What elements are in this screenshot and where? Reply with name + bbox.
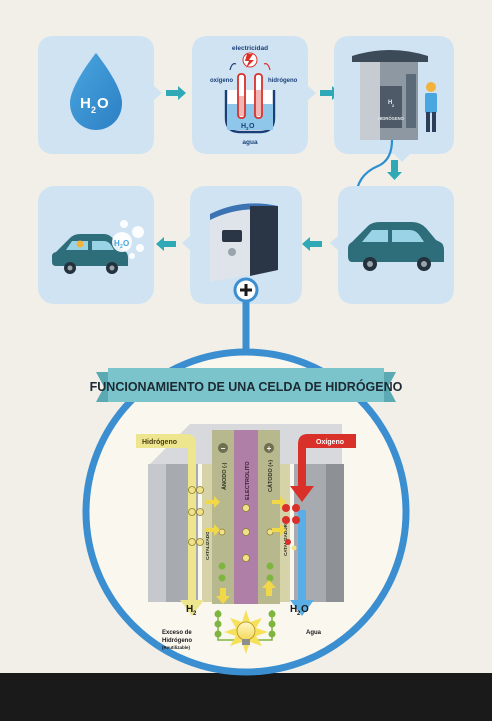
small-flow-arrows: [206, 496, 286, 604]
catalyst-left-label: CATALIZADOR: [205, 527, 210, 560]
step-arrow-4: [302, 237, 322, 251]
step-car-driving-panel: H 2 O: [38, 186, 154, 304]
exhaust-h2o-h: H: [114, 239, 120, 248]
cathode-label: CÁTODO (+): [267, 460, 274, 492]
person-icon: [425, 82, 437, 132]
anode-label: ÁNODO (-): [221, 462, 228, 490]
water-label: agua: [242, 139, 258, 146]
step-water-panel: H 2 O: [38, 36, 162, 154]
anode-terminal-sign: −: [221, 444, 226, 453]
fuel-cell-device-icon: [210, 203, 278, 282]
h2-out-sub: 2: [193, 611, 197, 617]
h2o-out-sub: 2: [297, 611, 301, 617]
electrolysis-h2o-sub: 2: [246, 126, 249, 131]
step-electrolysis-panel: electricidad oxígeno hidrógeno H 2 O agu…: [192, 36, 316, 154]
water-flow-arrow: [290, 510, 314, 616]
proton-particles: [218, 504, 274, 562]
station-sign-sub: 2: [392, 103, 395, 108]
catalyst-right-label: CATALIZADOR: [283, 523, 288, 556]
anode-terminal-icon: [218, 443, 228, 453]
h2-out-h: H: [186, 604, 193, 615]
lightning-icon: [242, 52, 258, 68]
cathode-terminal-sign: +: [267, 444, 272, 453]
electrolysis-apparatus-icon: H 2 O: [224, 73, 276, 134]
cathode-strip: [258, 430, 280, 604]
fuel-cell-diagram: − + ÁNODO (-) ELECTROLITO CÁTODO (+) CAT…: [136, 424, 356, 654]
water-formula-o: O: [97, 95, 109, 112]
station-sign-label: HIDRÓGENO: [378, 116, 405, 121]
step-car-refuel-panel: [330, 186, 454, 304]
hydrogen-flow-arrow: [136, 434, 204, 616]
hydrogen-molecules: [188, 486, 204, 546]
oxygen-in-label: Oxígeno: [316, 439, 344, 446]
fuel-cell-title: FUNCIONAMIENTO DE UNA CELDA DE HIDRÓGENO: [90, 379, 403, 394]
step-station-panel: H 2 HIDRÓGENO: [334, 36, 454, 162]
cathode-terminal-icon: [264, 443, 274, 453]
water-out-label: Agua: [306, 630, 322, 636]
water-formula-sub: 2: [91, 105, 96, 115]
h2o-out-o: O: [301, 604, 309, 615]
zoom-plus-icon[interactable]: [233, 277, 259, 303]
electrolysis-h2o-o: O: [249, 123, 255, 130]
arrow-left-icon: [156, 237, 176, 251]
oxygen-label: oxígeno: [210, 78, 233, 84]
electrolyte-label: ELECTROLITO: [245, 461, 251, 500]
exhaust-h2o-o: O: [123, 239, 129, 248]
excess-hydrogen-line3: (Reutilizable): [162, 645, 191, 650]
hydrogen-label: hidrógeno: [268, 78, 298, 84]
excess-hydrogen-line2: Hidrógeno: [162, 638, 192, 644]
water-drop-icon: H 2 O: [70, 53, 122, 130]
title-banner: FUNCIONAMIENTO DE UNA CELDA DE HIDRÓGENO: [90, 368, 403, 402]
electrolysis-h2o-h: H: [241, 123, 246, 130]
station-sign-h: H: [388, 100, 392, 106]
light-bulb-icon: [224, 610, 268, 654]
car-icon: [348, 222, 444, 271]
hydrogen-station-icon: H 2 HIDRÓGENO: [352, 50, 428, 140]
arrow-left-icon: [302, 237, 322, 251]
excess-hydrogen-line1: Exceso de: [162, 630, 192, 636]
oxygen-molecules: [282, 504, 300, 551]
step-fuel-cell-device-panel: [182, 186, 302, 304]
step-arrow-1: [166, 86, 186, 100]
step-arrow-5: [156, 237, 176, 251]
electrolyte-strip: [234, 430, 258, 604]
exhaust-h2o-sub: 2: [120, 244, 123, 250]
water-vapor-bubbles: H 2 O: [112, 220, 144, 259]
car-driving-icon: [52, 234, 128, 274]
footer-bar: [0, 673, 492, 721]
anode-strip: [212, 430, 234, 604]
arrow-down-icon: [387, 160, 402, 180]
h2o-out-h: H: [290, 604, 297, 615]
water-formula: H: [80, 95, 91, 112]
step-arrow-3: [387, 160, 402, 180]
hydrogen-in-label: Hidrógeno: [142, 439, 177, 446]
oxygen-flow-arrow: [290, 434, 356, 502]
arrow-right-icon: [166, 86, 186, 100]
electricity-label: electricidad: [232, 45, 268, 52]
